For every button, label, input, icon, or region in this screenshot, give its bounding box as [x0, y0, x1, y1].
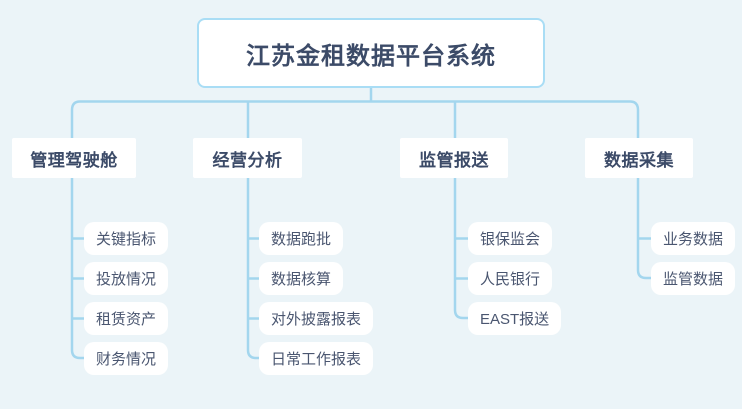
branch-node-label: 监管报送 — [419, 150, 489, 170]
leaf-node-label: 财务情况 — [96, 351, 157, 368]
leaf-node-label: 监管数据 — [663, 271, 724, 288]
branch-node-label: 数据采集 — [604, 150, 674, 170]
branch1-connector — [70, 100, 86, 360]
leaf-node[interactable]: 租赁资产 — [84, 302, 169, 335]
branch-node-business-analysis[interactable]: 经营分析 — [193, 138, 302, 178]
leaf-node-label: 对外披露报表 — [271, 311, 362, 328]
leaf-node[interactable]: 数据核算 — [259, 262, 344, 295]
leaf-node[interactable]: 监管数据 — [651, 262, 736, 295]
leaf-node-label: 投放情况 — [96, 271, 157, 288]
leaf-node-label: 日常工作报表 — [271, 351, 362, 368]
leaf-node[interactable]: EAST报送 — [468, 302, 562, 335]
root-node[interactable]: 江苏金租数据平台系统 — [197, 18, 545, 88]
leaf-node[interactable]: 数据跑批 — [259, 222, 344, 255]
leaf-node[interactable]: 人民银行 — [468, 262, 553, 295]
root-node-label: 江苏金租数据平台系统 — [246, 42, 496, 70]
leaf-node[interactable]: 投放情况 — [84, 262, 169, 295]
leaf-node[interactable]: 对外披露报表 — [259, 302, 374, 335]
leaf-node-label: 业务数据 — [663, 231, 724, 248]
branch3-connector — [453, 101, 470, 320]
branch-node-label: 经营分析 — [212, 150, 283, 170]
branch-node-data-collection[interactable]: 数据采集 — [585, 138, 693, 178]
branch-node-label: 管理驾驶舱 — [30, 150, 118, 170]
branch-node-regulatory-reporting[interactable]: 监管报送 — [400, 138, 508, 178]
leaf-node[interactable]: 业务数据 — [651, 222, 736, 255]
leaf-node[interactable]: 日常工作报表 — [259, 342, 374, 375]
leaf-node[interactable]: 银保监会 — [468, 222, 553, 255]
branch-node-management-cockpit[interactable]: 管理驾驶舱 — [12, 138, 136, 178]
leaf-node-label: EAST报送 — [480, 311, 550, 328]
leaf-node[interactable]: 财务情况 — [84, 342, 169, 375]
leaf-node[interactable]: 关键指标 — [84, 222, 169, 255]
leaf-node-label: 人民银行 — [480, 271, 541, 288]
leaf-node-label: 数据核算 — [271, 271, 332, 288]
branch4-connector — [629, 100, 653, 280]
leaf-node-label: 银保监会 — [480, 231, 541, 248]
branch2-connector — [246, 101, 261, 360]
leaf-node-label: 关键指标 — [96, 231, 157, 248]
leaf-node-label: 数据跑批 — [271, 231, 332, 248]
leaf-node-label: 租赁资产 — [96, 311, 157, 328]
